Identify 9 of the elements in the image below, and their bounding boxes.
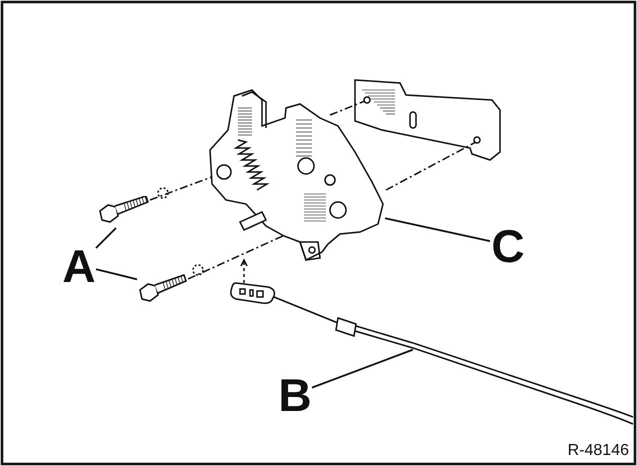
leader-line — [96, 268, 138, 280]
figure-number: R-48146 — [568, 442, 629, 460]
callout-letter: B — [278, 372, 312, 416]
leader-line — [95, 227, 117, 249]
callout-letter: A — [62, 243, 96, 287]
callout-letter: C — [490, 223, 526, 267]
bolt-drawing — [137, 272, 188, 302]
leader-line — [312, 348, 414, 388]
leader-line — [384, 217, 490, 242]
